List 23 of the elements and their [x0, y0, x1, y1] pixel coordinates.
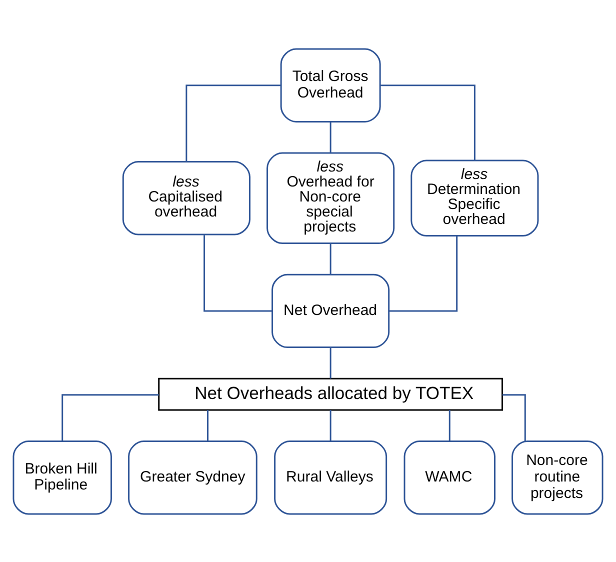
connector [186, 84, 281, 161]
connector [204, 234, 272, 312]
connector [502, 394, 526, 441]
node-box: Net Overheads allocated by TOTEX [158, 377, 504, 410]
connector [380, 84, 476, 160]
connector [330, 122, 332, 152]
node-box: less Capitalised overhead [122, 160, 250, 235]
node-box: Broken Hill Pipeline [12, 440, 112, 514]
connector [330, 347, 332, 378]
connector [388, 236, 458, 312]
connector [62, 394, 159, 441]
connector [330, 242, 332, 274]
node-box: Non-core routine projects [512, 440, 604, 514]
connector [448, 409, 450, 441]
node-box: less Determination Specific overhead [410, 159, 539, 236]
node-box: Greater Sydney [128, 440, 258, 514]
node-box: less Overhead for Non-core special projects [266, 152, 395, 244]
node-box: WAMC [404, 440, 496, 514]
node-box: Net Overhead [272, 273, 390, 348]
connector [206, 409, 208, 441]
node-box: Rural Valleys [274, 440, 388, 514]
connector [330, 409, 332, 441]
node-box: Total Gross Overhead [280, 48, 381, 122]
